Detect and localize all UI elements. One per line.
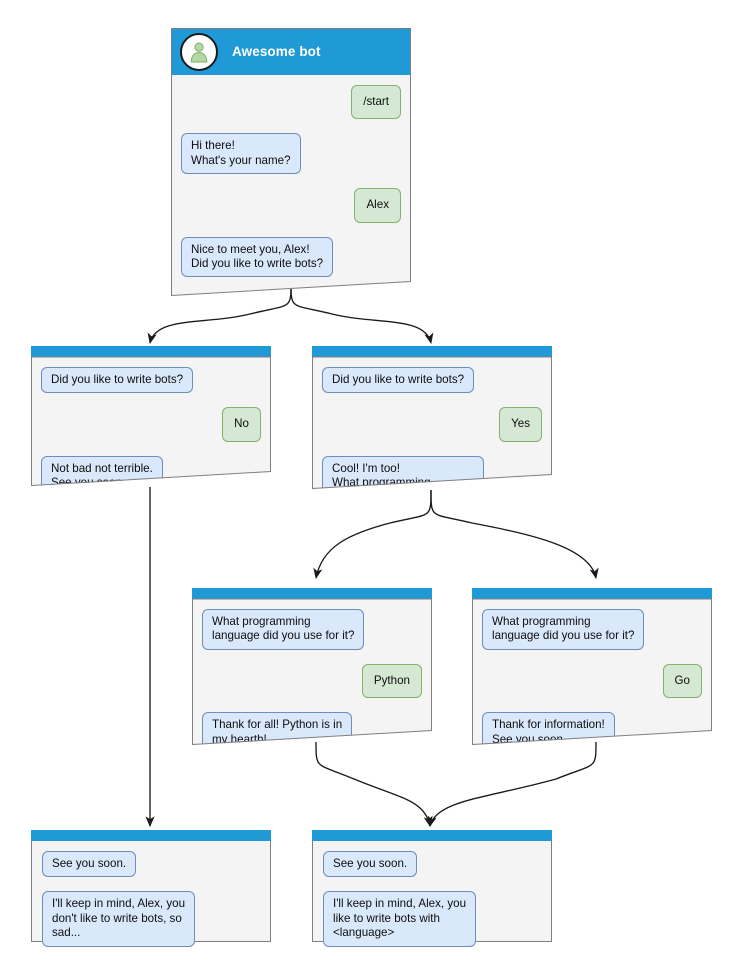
node-root-title: Awesome bot xyxy=(232,44,321,59)
bot-message-bubble: Not bad not terrible. See you soon. xyxy=(41,456,163,497)
bot-message-bubble: Did you like to write bots? xyxy=(322,367,474,393)
bot-message-bubble: See you soon. xyxy=(323,851,418,878)
user-message-bubble: Alex xyxy=(354,188,401,222)
bot-message-bubble: Thank for all! Python is in my hearth! S… xyxy=(202,712,352,767)
user-message-bubble: Yes xyxy=(499,407,542,441)
message-row: See you soon. xyxy=(42,851,260,878)
node-branch-yes-header xyxy=(312,346,552,357)
node-root-body: /start Hi there! What's your name? Alex … xyxy=(171,75,411,296)
node-branch-go[interactable]: What programming language did you use fo… xyxy=(472,588,712,745)
message-row: See you soon. xyxy=(323,851,541,878)
node-branch-python-header xyxy=(192,588,432,599)
edge-yes-to-go xyxy=(430,489,599,580)
bot-message-bubble: Did you like to write bots? xyxy=(41,367,193,393)
message-row: What programming language did you use fo… xyxy=(482,609,702,650)
user-message-bubble: No xyxy=(222,407,261,441)
node-branch-python[interactable]: What programming language did you use fo… xyxy=(192,588,432,745)
node-branch-yes-body: Did you like to write bots? Yes Cool! I'… xyxy=(312,357,552,489)
message-row: What programming language did you use fo… xyxy=(202,609,422,650)
bot-message-bubble: Cool! I'm too! What programming language… xyxy=(322,456,484,511)
node-branch-go-header xyxy=(472,588,712,599)
message-row: Hi there! What's your name? xyxy=(181,133,401,174)
message-row: Not bad not terrible. See you soon. xyxy=(41,456,261,497)
message-row: I'll keep in mind, Alex, you like to wri… xyxy=(323,891,541,947)
message-row: Nice to meet you, Alex! Did you like to … xyxy=(181,237,401,278)
node-end-happy[interactable]: See you soon. I'll keep in mind, Alex, y… xyxy=(312,830,552,947)
message-row: No xyxy=(41,407,261,441)
bot-message-bubble: Nice to meet you, Alex! Did you like to … xyxy=(181,237,333,278)
user-message-bubble: Go xyxy=(663,664,702,698)
edge-yes-to-python xyxy=(313,489,432,580)
person-avatar-icon xyxy=(180,32,218,71)
bot-message-bubble: Hi there! What's your name? xyxy=(181,133,301,174)
node-end-sad-body: See you soon. I'll keep in mind, Alex, y… xyxy=(31,841,271,947)
node-branch-no[interactable]: Did you like to write bots? No Not bad n… xyxy=(31,346,271,486)
bot-message-bubble: Thank for information! See you soon. xyxy=(482,712,615,753)
edge-python-to-end-happy xyxy=(315,741,433,828)
bot-message-bubble: See you soon. xyxy=(42,851,137,878)
message-row: Did you like to write bots? xyxy=(41,367,261,393)
node-end-happy-header xyxy=(312,830,552,841)
node-branch-no-header xyxy=(31,346,271,357)
node-branch-python-body: What programming language did you use fo… xyxy=(192,599,432,745)
message-row: Thank for all! Python is in my hearth! S… xyxy=(202,712,422,767)
user-message-bubble: Python xyxy=(362,664,422,698)
node-end-sad[interactable]: See you soon. I'll keep in mind, Alex, y… xyxy=(31,830,271,947)
edge-go-to-end-happy xyxy=(427,741,597,828)
node-branch-go-body: What programming language did you use fo… xyxy=(472,599,712,745)
node-end-sad-header xyxy=(31,830,271,841)
message-row: Go xyxy=(482,664,702,698)
node-root[interactable]: Awesome bot /start Hi there! What's your… xyxy=(171,28,411,296)
message-row: Thank for information! See you soon. xyxy=(482,712,702,753)
message-row: /start xyxy=(181,85,401,119)
message-row: Cool! I'm too! What programming language… xyxy=(322,456,542,511)
message-row: Yes xyxy=(322,407,542,441)
node-branch-no-body: Did you like to write bots? No Not bad n… xyxy=(31,357,271,486)
user-message-bubble: /start xyxy=(351,85,401,119)
node-end-happy-body: See you soon. I'll keep in mind, Alex, y… xyxy=(312,841,552,947)
bot-message-bubble: What programming language did you use fo… xyxy=(202,609,364,650)
node-root-header: Awesome bot xyxy=(171,28,411,75)
bot-message-bubble: I'll keep in mind, Alex, you don't like … xyxy=(42,891,196,947)
message-row: I'll keep in mind, Alex, you don't like … xyxy=(42,891,260,947)
bot-message-bubble: I'll keep in mind, Alex, you like to wri… xyxy=(323,891,477,947)
message-row: Python xyxy=(202,664,422,698)
bot-message-bubble: What programming language did you use fo… xyxy=(482,609,644,650)
message-row: Did you like to write bots? xyxy=(322,367,542,393)
message-row: Alex xyxy=(181,188,401,222)
node-branch-yes[interactable]: Did you like to write bots? Yes Cool! I'… xyxy=(312,346,552,489)
